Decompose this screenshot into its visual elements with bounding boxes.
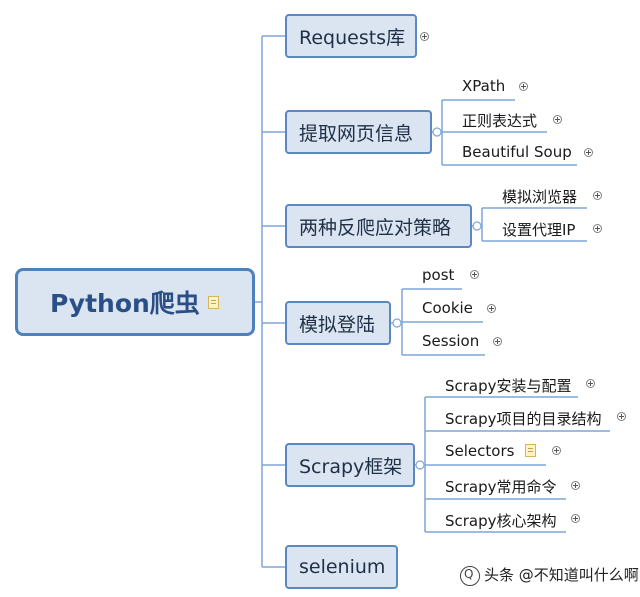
leaf-node[interactable]: Session <box>422 332 480 350</box>
watermark: 头条 @不知道叫什么啊 <box>460 564 639 586</box>
leaf-node[interactable]: post <box>422 266 455 284</box>
expand-icon[interactable] <box>552 446 561 455</box>
branch-label: Requests库 <box>299 26 406 49</box>
leaf-node[interactable]: XPath <box>462 77 506 95</box>
branch-simulated-login[interactable]: 模拟登陆 <box>285 301 391 345</box>
leaf-node[interactable]: Scrapy核心架构 <box>445 512 557 530</box>
leaf-node[interactable]: Scrapy常用命令 <box>445 478 557 496</box>
expand-icon[interactable] <box>617 412 626 421</box>
expand-icon[interactable] <box>420 32 429 41</box>
branch-label: selenium <box>299 556 386 578</box>
note-icon[interactable] <box>525 444 536 457</box>
branch-requests[interactable]: Requests库 <box>285 14 417 58</box>
watermark-text: 头条 @不知道叫什么啊 <box>484 566 639 584</box>
root-label: Python爬虫 <box>50 289 200 318</box>
expand-icon[interactable] <box>487 304 496 313</box>
expand-icon[interactable] <box>593 191 602 200</box>
expand-icon[interactable] <box>553 115 562 124</box>
expand-icon[interactable] <box>571 481 580 490</box>
leaf-node[interactable]: 正则表达式 <box>462 112 538 130</box>
branch-label: 两种反爬应对策略 <box>299 216 452 239</box>
expand-icon[interactable] <box>593 224 602 233</box>
expand-icon[interactable] <box>470 270 479 279</box>
branch-anti-crawl-strategies[interactable]: 两种反爬应对策略 <box>285 204 472 248</box>
branch-selenium[interactable]: selenium <box>285 545 398 589</box>
leaf-node[interactable]: Selectors <box>445 442 515 460</box>
leaf-node[interactable]: Scrapy项目的目录结构 <box>445 410 602 428</box>
leaf-node[interactable]: Cookie <box>422 299 473 317</box>
leaf-node[interactable]: Scrapy安装与配置 <box>445 377 572 395</box>
branch-label: 提取网页信息 <box>299 122 414 145</box>
leaf-node[interactable]: 设置代理IP <box>502 221 576 239</box>
leaf-node[interactable]: 模拟浏览器 <box>502 188 578 206</box>
branch-scrapy-framework[interactable]: Scrapy框架 <box>285 443 415 487</box>
branch-label: 模拟登陆 <box>299 313 376 336</box>
branch-extract-web-info[interactable]: 提取网页信息 <box>285 110 432 154</box>
root-node[interactable]: Python爬虫 <box>15 268 255 336</box>
expand-icon[interactable] <box>584 148 593 157</box>
branch-label: Scrapy框架 <box>299 455 403 478</box>
leaf-node[interactable]: Beautiful Soup <box>462 143 572 161</box>
toutiao-logo-icon <box>460 565 480 586</box>
expand-icon[interactable] <box>493 337 502 346</box>
expand-icon[interactable] <box>586 379 595 388</box>
expand-icon[interactable] <box>519 82 528 91</box>
expand-icon[interactable] <box>571 514 580 523</box>
note-icon[interactable] <box>207 295 219 309</box>
